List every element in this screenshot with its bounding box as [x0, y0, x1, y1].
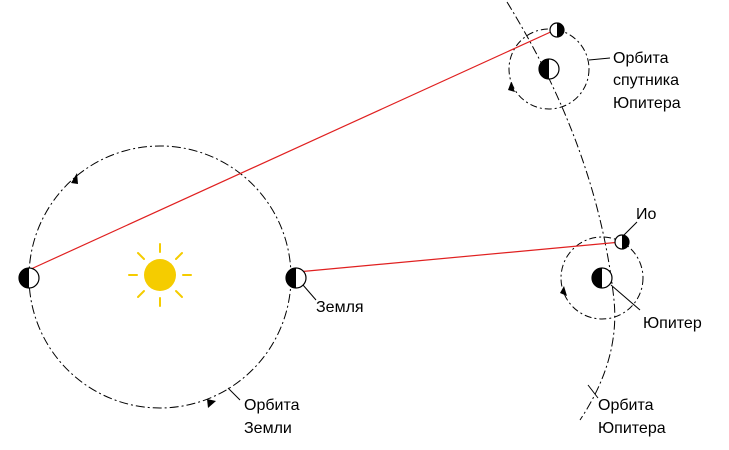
earth-orbit-label-line2: Земли	[244, 420, 292, 437]
jupiter-lower-icon	[591, 267, 613, 289]
jupiter-orbit-label-line2: Юпитера	[598, 420, 666, 437]
jupiter-orbit-label-line1: Орбита	[598, 397, 654, 414]
satellite-orbit-lower	[560, 236, 644, 320]
io-leader	[623, 221, 638, 236]
earth-orbit-label-line1: Орбита	[244, 397, 300, 414]
satellite-orbit-label-line1: Орбита	[613, 50, 669, 67]
io-icon	[614, 234, 630, 250]
satellite-orbit-lower-arrow	[560, 286, 567, 296]
earth-orbit-arrow-top	[71, 173, 78, 184]
sun-icon	[128, 243, 192, 307]
jupiter-upper-icon	[538, 58, 560, 80]
satellite-orbit-upper	[508, 28, 590, 110]
satellite-orbit-label-line2: спутника	[613, 72, 679, 89]
earth-orbit-leader	[227, 387, 241, 401]
earth-left-icon	[18, 267, 40, 289]
satellite-upper-icon	[549, 22, 565, 38]
io-label: Ио	[636, 206, 657, 223]
earth-label: Земля	[316, 299, 364, 316]
earth-leader	[302, 284, 317, 301]
jupiter-orbit	[506, 1, 616, 421]
sight-line-1	[30, 29, 556, 270]
earth-right-icon	[285, 267, 307, 289]
sight-line-2	[296, 241, 622, 273]
jupiter-label: Юпитер	[643, 315, 702, 332]
satellite-orbit-leader	[588, 57, 611, 61]
satellite-orbit-label-line3: Юпитера	[613, 95, 681, 112]
jupiter-leader	[610, 284, 641, 311]
earth-orbit-arrow-bottom	[207, 399, 216, 408]
satellite-orbit-upper-arrow	[508, 82, 515, 92]
jupiter-orbit-leader	[587, 384, 599, 399]
